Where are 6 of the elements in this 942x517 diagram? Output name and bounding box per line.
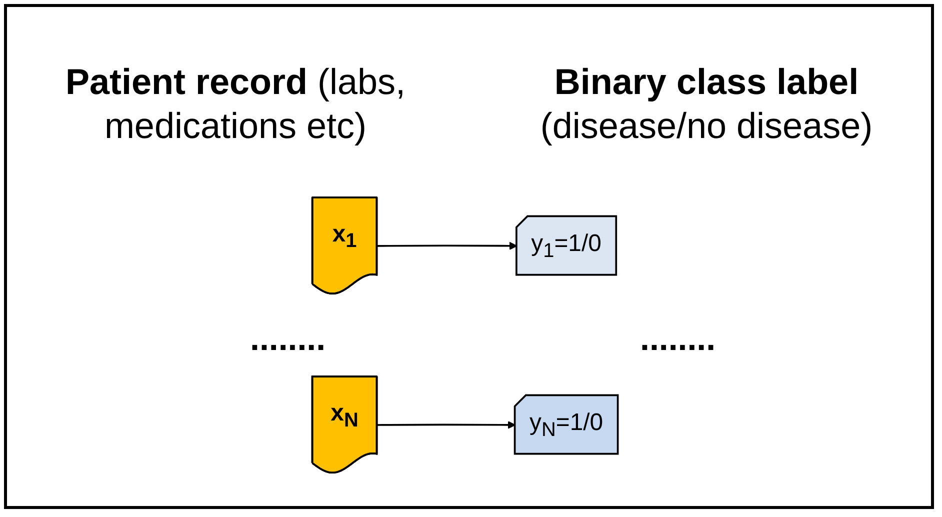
heading-text: Patient record (labs, medications etc) (64, 60, 407, 148)
arrow (377, 242, 518, 250)
ellipsis-text: ........ (640, 320, 716, 359)
heading-text: Binary class label (disease/no disease) (539, 60, 874, 148)
arrow (377, 420, 516, 429)
ellipsis-text: ........ (250, 320, 326, 359)
